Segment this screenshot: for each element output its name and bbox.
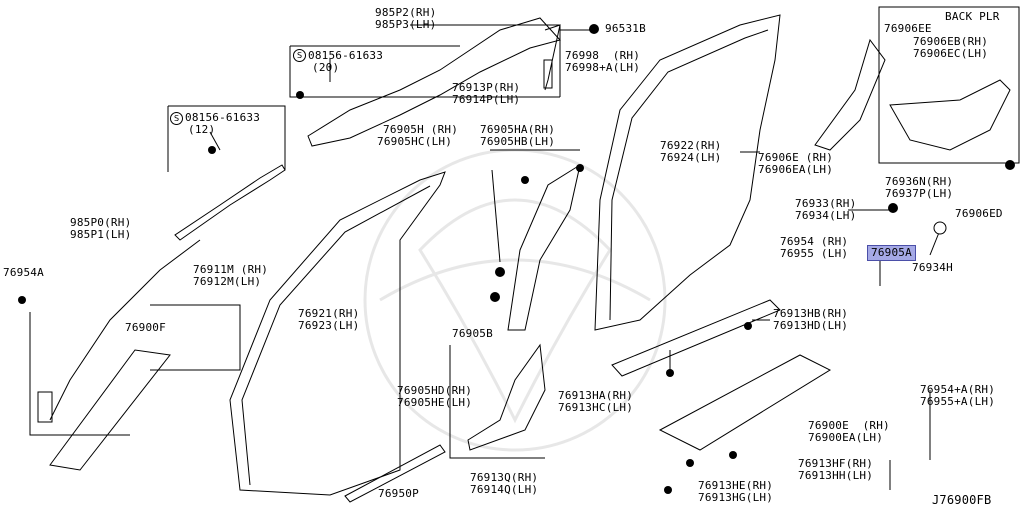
label-76954a2: 76954+A(RH) [920,383,996,396]
label-08156-b-qty: (12) [188,123,216,136]
label-76900f: 76900F [125,321,166,334]
label-76906e: 76906E (RH) [758,151,834,164]
front-door-weatherstrip [229,171,446,496]
label-76913hb: 76913HB(RH) [773,307,849,320]
label-76906ee: 76906EE [884,22,932,35]
screw-symbol-icon: S [170,112,183,125]
label-76905he: 76905HE(LH) [397,396,473,409]
label-76913hh: 76913HH(LH) [798,469,874,482]
label-76954a: 76954A [3,266,44,279]
label-96531b: 96531B [605,22,646,35]
fasteners [18,24,1015,494]
label-76933: 76933(RH) [795,197,857,210]
b-pillar-lower [467,343,546,451]
label-985p3: 985P3(LH) [375,18,437,31]
label-76906ec: 76906EC(LH) [913,47,989,60]
back-pillar-trim [889,79,1011,151]
label-76922: 76922(RH) [660,139,722,152]
label-76921: 76921(RH) [298,307,360,320]
roof-airbag-leader-box [289,46,560,98]
side-sill-plate [658,354,832,451]
label-08156-a-qty: (20) [312,61,340,74]
label-76914q: 76914Q(LH) [470,483,539,496]
label-76913hd: 76913HD(LH) [773,319,849,332]
label-76913hg: 76913HG(LH) [698,491,774,504]
side-airbag-leader-box [168,105,286,170]
label-76906ed: 76906ED [955,207,1003,220]
b-pillar-upper [507,163,581,331]
label-76924: 76924(LH) [660,151,722,164]
label-76913hc: 76913HC(LH) [558,401,634,414]
label-76912m: 76912M(LH) [193,275,262,288]
front-pillar-box [150,304,241,371]
label-76905h: 76905H (RH) [383,123,459,136]
label-76954: 76954 (RH) [780,235,849,248]
back-pillar-box [878,6,1020,164]
label-985p1: 985P1(LH) [70,228,132,241]
label-back-plr: BACK PLR [945,10,1000,23]
label-76934h: 76934H [912,261,953,274]
label-76905hd: 76905HD(RH) [397,384,473,397]
label-76914p: 76914P(LH) [452,93,521,106]
diagram-id: J76900FB [932,493,992,507]
label-76923: 76923(LH) [298,319,360,332]
label-76900ea: 76900EA(LH) [808,431,884,444]
label-76934: 76934(LH) [795,209,857,222]
label-985p0: 985P0(RH) [70,216,132,229]
roof-airbag-rh [307,17,561,147]
label-76950p: 76950P [378,487,419,500]
label-76905a-highlighted[interactable]: 76905A [867,245,916,261]
label-76998a: 76998+A(LH) [565,61,641,74]
label-08156-b: 08156-61633 [185,111,261,124]
label-08156-a: 08156-61633 [308,49,384,62]
label-76906eb: 76906EB(RH) [913,35,989,48]
side-airbag-lh [174,164,286,241]
label-76955: 76955 (LH) [780,247,849,260]
label-76905ha: 76905HA(RH) [480,123,556,136]
label-76913he: 76913HE(RH) [698,479,774,492]
label-76955a2: 76955+A(LH) [920,395,996,408]
label-76913ha: 76913HA(RH) [558,389,634,402]
rear-door-weatherstrip [594,14,781,331]
label-76906ea: 76906EA(LH) [758,163,834,176]
label-76913q: 76913Q(RH) [470,471,539,484]
front-pillar-garnish [49,349,171,471]
label-76905hc: 76905HC(LH) [377,135,453,148]
label-76937p: 76937P(LH) [885,187,954,200]
screw-symbol-icon: S [293,49,306,62]
rear-kicking-plate [611,299,781,377]
label-76998: 76998 (RH) [565,49,641,62]
label-76913hf: 76913HF(RH) [798,457,874,470]
label-76905hb: 76905HB(LH) [480,135,556,148]
label-76900e: 76900E (RH) [808,419,890,432]
label-985p2: 985P2(RH) [375,6,437,19]
label-76913p: 76913P(RH) [452,81,521,94]
label-76911m: 76911M (RH) [193,263,269,276]
label-76905b: 76905B [452,327,493,340]
label-76936n: 76936N(RH) [885,175,954,188]
